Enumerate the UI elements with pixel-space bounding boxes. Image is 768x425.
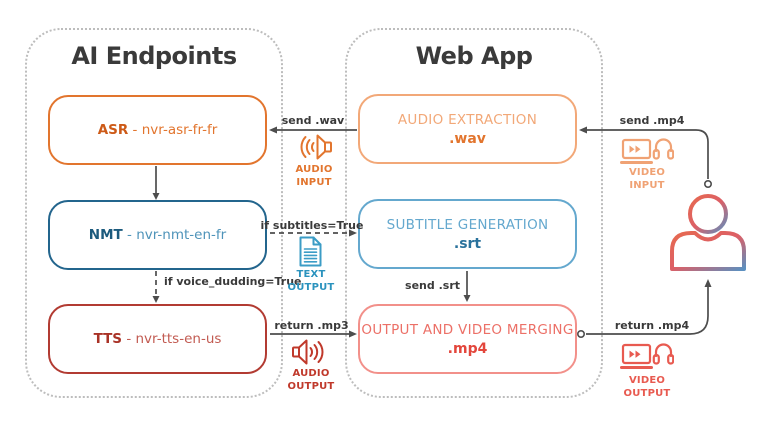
asr-service: - nvr-asr-fr-fr bbox=[128, 122, 218, 138]
subtitle-generation-node: SUBTITLE GENERATION .srt bbox=[358, 199, 577, 269]
return-mp4-label: return .mp4 bbox=[614, 319, 690, 332]
send-wav-label: send .wav bbox=[281, 114, 345, 127]
if-subtitles-label: if subtitles=True bbox=[260, 219, 364, 232]
send-srt-label: send .srt bbox=[405, 279, 460, 292]
if-voice-dudding-label: if voice_dudding=True bbox=[164, 275, 302, 288]
audio-extraction-format: .wav bbox=[449, 130, 486, 147]
output-merging-node: OUTPUT AND VIDEO MERGING .mp4 bbox=[358, 304, 577, 374]
output-merging-title: OUTPUT AND VIDEO MERGING bbox=[361, 321, 574, 338]
user-icon bbox=[670, 194, 746, 271]
tts-service: - nvr-tts-en-us bbox=[122, 331, 222, 347]
nmt-service: - nvr-nmt-en-fr bbox=[122, 227, 227, 243]
audio-input-label: AUDIO INPUT bbox=[295, 164, 333, 188]
asr-name: ASR bbox=[97, 122, 129, 138]
video-output-label: VIDEO OUTPUT bbox=[623, 375, 671, 399]
subtitle-generation-title: SUBTITLE GENERATION bbox=[386, 216, 549, 233]
video-input-label: VIDEO INPUT bbox=[628, 167, 666, 191]
asr-node: ASR - nvr-asr-fr-fr bbox=[48, 95, 267, 165]
audio-output-icon bbox=[292, 339, 324, 365]
video-output-icon bbox=[620, 343, 674, 369]
subtitle-generation-format: .srt bbox=[453, 235, 482, 252]
audio-extraction-node: AUDIO EXTRACTION .wav bbox=[358, 94, 577, 164]
tts-node: TTS - nvr-tts-en-us bbox=[48, 304, 267, 374]
output-merging-format: .mp4 bbox=[447, 340, 488, 357]
tts-name: TTS bbox=[93, 331, 123, 347]
video-input-icon bbox=[620, 138, 674, 164]
audio-input-icon bbox=[300, 134, 332, 160]
text-output-label: TEXT OUTPUT bbox=[287, 269, 335, 293]
text-output-icon bbox=[299, 236, 322, 267]
audio-output-label: AUDIO OUTPUT bbox=[287, 368, 335, 392]
nmt-node: NMT - nvr-nmt-en-fr bbox=[48, 200, 267, 270]
nmt-name: NMT bbox=[88, 227, 123, 243]
return-mp3-label: return .mp3 bbox=[274, 319, 349, 332]
web-app-title: Web App bbox=[415, 42, 533, 70]
web-app-container bbox=[345, 28, 603, 398]
ai-endpoints-title: AI Endpoints bbox=[71, 42, 237, 70]
send-mp4-label: send .mp4 bbox=[619, 114, 685, 127]
audio-extraction-title: AUDIO EXTRACTION bbox=[397, 111, 538, 128]
ai-endpoints-container bbox=[25, 28, 283, 398]
